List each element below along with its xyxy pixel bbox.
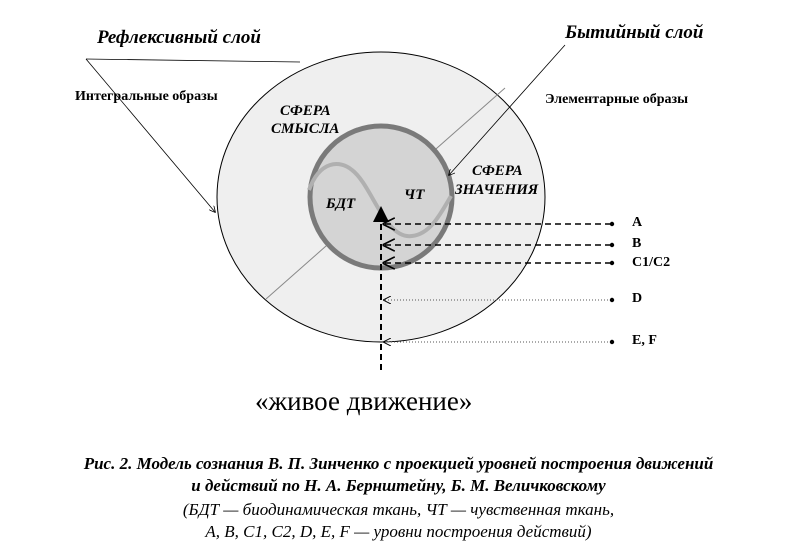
living-movement-label: «живое движение» (255, 386, 473, 416)
sphere-significance-label-1: СФЕРА (472, 163, 523, 179)
caption-title-line-1: Рис. 2. Модель сознания В. П. Зинченко с… (83, 454, 714, 473)
reflexive-pointer-arrow (85, 58, 215, 212)
level-d-label: D (632, 291, 643, 306)
integral-images-label: Интегральные образы (75, 89, 218, 104)
sphere-significance-label-2: ЗНАЧЕНИЯ (455, 182, 539, 198)
caption-note-line-1: (БДТ — биодинамическая ткань, ЧТ — чувст… (182, 500, 615, 519)
level-arrows (384, 222, 615, 344)
sine-wave (307, 162, 453, 239)
sphere-meaning-label-2: СМЫСЛА (271, 121, 340, 137)
level-c-label: C1/C2 (632, 255, 671, 270)
elementary-images-label: Элементарные образы (545, 92, 689, 107)
level-ef-label: E, F (632, 333, 657, 348)
cht-label: ЧТ (404, 187, 425, 203)
sphere-meaning-label-1: СФЕРА (280, 103, 331, 119)
caption-note-line-2: A, B, C1, C2, D, E, F — уровни построени… (205, 522, 592, 541)
existential-pointer-arrow (449, 44, 566, 175)
level-a-label: A (632, 215, 643, 230)
caption-title-line-2: и действий по Н. А. Бернштейну, Б. М. Ве… (191, 476, 606, 495)
level-b-label: B (632, 236, 642, 251)
existential-layer-label: Бытийный слой (565, 22, 704, 43)
reflexive-pointer-underline (85, 58, 301, 63)
bdt-label: БДТ (326, 196, 356, 212)
reflexive-layer-label: Рефлексивный слой (97, 27, 261, 48)
